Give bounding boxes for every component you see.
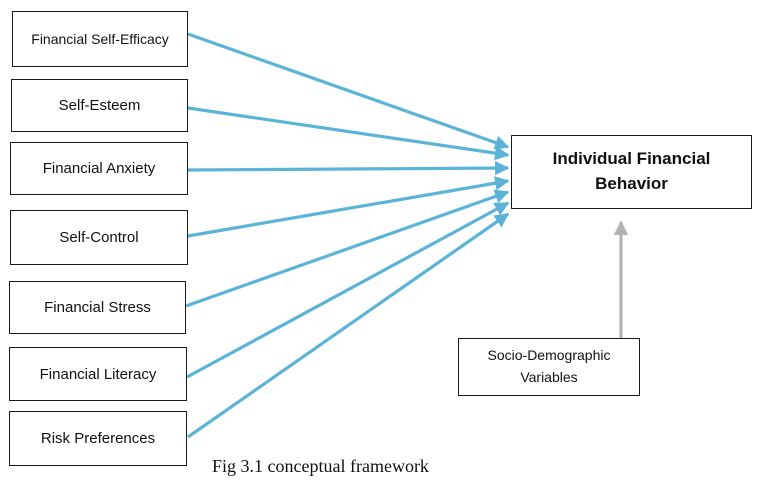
box-self-esteem: Self-Esteem <box>11 79 188 132</box>
label-financial-stress: Financial Stress <box>44 299 151 316</box>
label-financial-anxiety: Financial Anxiety <box>42 160 156 177</box>
box-financial-anxiety: Financial Anxiety <box>10 142 188 195</box>
label-risk-preferences: Risk Preferences <box>40 430 156 447</box>
box-self-control: Self-Control <box>10 210 188 265</box>
box-socio-demographic-variables: Socio-Demographic Variables <box>458 338 640 396</box>
arrow-stress-to-behavior <box>185 189 510 308</box>
box-financial-stress: Financial Stress <box>9 281 186 334</box>
arrow-self-control-to-behavior <box>187 176 510 238</box>
outcome-label: Individual Financial Behavior <box>553 147 711 196</box>
figure-caption: Fig 3.1 conceptual framework <box>212 456 429 476</box>
arrow-risk-to-behavior <box>187 212 510 439</box>
moderator-label-line-2: Variables <box>520 369 578 385</box>
box-financial-self-efficacy: Financial Self-Efficacy <box>12 11 188 67</box>
arrow-self-efficacy-to-behavior <box>187 32 510 150</box>
outcome-label-line-1: Individual Financial <box>552 149 711 169</box>
arrow-literacy-to-behavior <box>186 201 510 379</box>
box-financial-literacy: Financial Literacy <box>9 347 187 401</box>
label-financial-self-efficacy: Financial Self-Efficacy <box>31 31 169 47</box>
moderator-label-line-1: Socio-Demographic <box>487 347 611 364</box>
box-risk-preferences: Risk Preferences <box>9 411 187 466</box>
label-self-esteem: Self-Esteem <box>58 97 141 114</box>
box-individual-financial-behavior: Individual Financial Behavior <box>511 135 752 209</box>
arrow-self-esteem-to-behavior <box>187 106 510 161</box>
moderator-label: Socio-Demographic Variables <box>488 345 611 388</box>
outcome-label-line-2: Behavior <box>595 174 668 193</box>
label-self-control: Self-Control <box>59 229 139 246</box>
arrow-anxiety-to-behavior <box>187 160 510 176</box>
label-financial-literacy: Financial Literacy <box>39 365 157 383</box>
